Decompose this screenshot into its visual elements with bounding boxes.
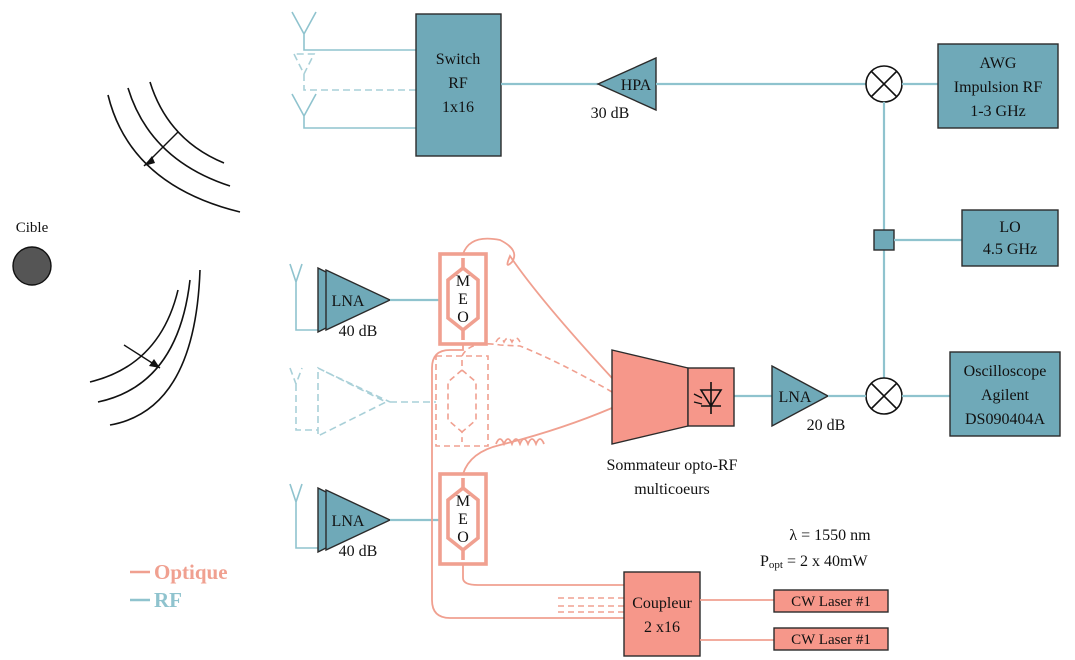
meo-top-e: E — [458, 291, 468, 308]
lo-label-1: LO — [999, 219, 1020, 236]
target-label: Cible — [16, 220, 49, 236]
hpa-gain: 30 dB — [591, 105, 630, 122]
lo-splitter-icon — [873, 229, 895, 251]
meo-top-o: O — [457, 309, 469, 326]
hpa-label: HPA — [621, 77, 652, 94]
lna-top-amplifier: LNA — [317, 266, 392, 334]
awg-label-1: AWG — [980, 55, 1017, 72]
osc-label-1: Oscilloscope — [964, 363, 1047, 380]
mixer-bottom-icon — [865, 377, 903, 415]
meo-top-modulator: M E O — [438, 252, 488, 346]
switch-label-1: Switch — [436, 51, 480, 68]
lna-bottom-amplifier: LNA — [317, 486, 392, 554]
lna-top-gain: 40 dB — [339, 323, 378, 340]
lna-bottom-gain: 40 dB — [339, 543, 378, 560]
awg-label-3: 1-3 GHz — [970, 103, 1026, 120]
legend-rf: RF — [154, 588, 182, 612]
lna-bottom-label: LNA — [332, 513, 365, 530]
incoming-wave-icon — [89, 269, 201, 426]
mixer-top-icon — [865, 65, 903, 103]
meo-bottom-e: E — [458, 511, 468, 528]
sommateur-label-2: multicoeurs — [634, 481, 710, 498]
coupleur-box: Coupleur 2 x16 — [623, 571, 701, 657]
coupleur-label-2: 2 x16 — [644, 619, 680, 636]
light-arrows-icon — [693, 393, 703, 405]
meo-bottom-m: M — [456, 493, 470, 510]
outgoing-wave-icon — [107, 81, 241, 213]
popt-sub: opt — [769, 559, 783, 571]
wavelength-label: λ = 1550 nm — [789, 527, 871, 544]
awg-label-2: Impulsion RF — [954, 79, 1043, 96]
sommateur-label-1: Sommateur opto-RF — [606, 457, 737, 474]
lo-box: LO 4.5 GHz — [961, 209, 1059, 267]
laser-2-label: CW Laser #1 — [791, 632, 871, 648]
lna-top-label: LNA — [332, 293, 365, 310]
meo-bottom-modulator: M E O — [438, 472, 488, 566]
popt-rest: = 2 x 40mW — [783, 553, 868, 570]
switch-rf-box: Switch RF 1x16 — [415, 13, 502, 157]
lna-right-amplifier: LNA — [771, 364, 830, 428]
tx-antenna-2 — [291, 93, 416, 129]
target-icon — [12, 246, 52, 286]
lna-right-label: LNA — [779, 389, 812, 406]
cw-laser-1-box: CW Laser #1 — [773, 589, 889, 613]
photodiode-icon — [699, 382, 723, 414]
hpa-amplifier: HPA — [596, 56, 657, 112]
legend: Optique RF — [130, 560, 228, 612]
legend-optique: Optique — [154, 560, 228, 584]
oscilloscope-box: Oscilloscope Agilent DS090404A — [949, 351, 1061, 437]
osc-label-3: DS090404A — [965, 411, 1045, 428]
laser-1-label: CW Laser #1 — [791, 594, 871, 610]
meo-middle-modulator-dashed — [435, 355, 489, 447]
lo-label-2: 4.5 GHz — [983, 241, 1037, 258]
coupleur-label-1: Coupleur — [632, 595, 692, 612]
awg-box: AWG Impulsion RF 1-3 GHz — [937, 43, 1059, 129]
optical-power-label: Popt = 2 x 40mW — [760, 553, 868, 571]
meo-bottom-o: O — [457, 529, 469, 546]
popt-p: P — [760, 553, 769, 570]
osc-label-2: Agilent — [981, 387, 1030, 404]
cw-laser-2-box: CW Laser #1 — [773, 627, 889, 651]
tx-antenna-1 — [291, 11, 416, 51]
switch-label-3: 1x16 — [442, 99, 474, 116]
tx-antenna-dashed — [292, 53, 416, 91]
switch-label-2: RF — [448, 75, 468, 92]
lna-right-gain: 20 dB — [807, 417, 846, 434]
meo-top-m: M — [456, 273, 470, 290]
sommateur-opto-rf — [611, 349, 735, 445]
